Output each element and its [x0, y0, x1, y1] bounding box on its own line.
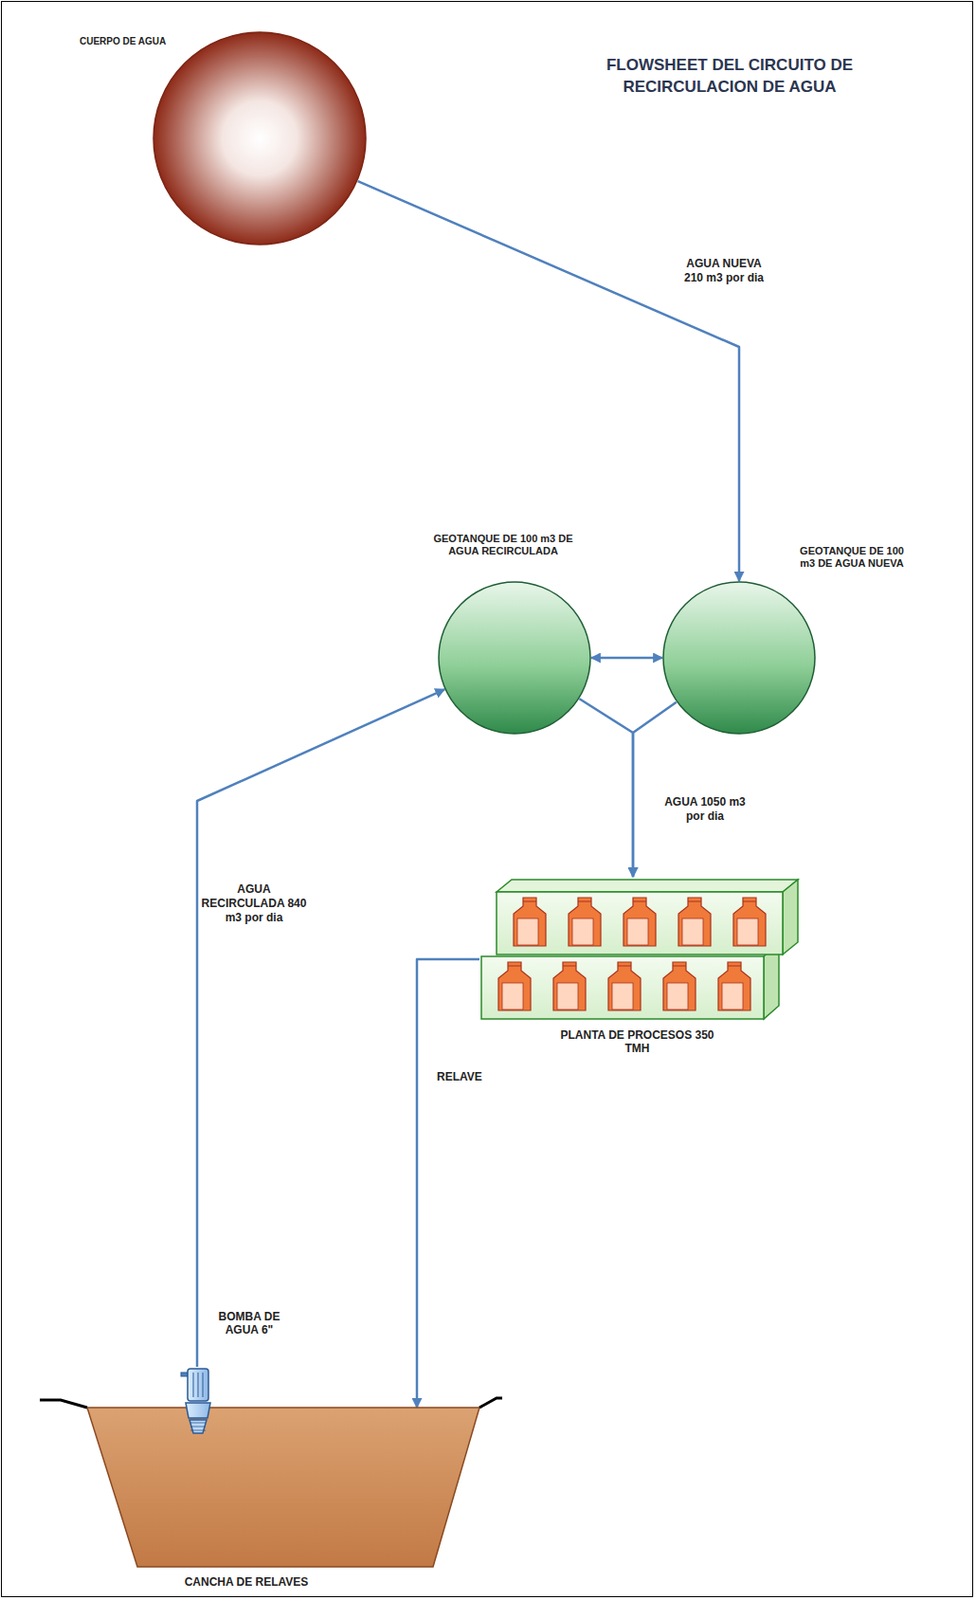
node-label: CUERPO DE AGUA — [79, 36, 194, 48]
pond-shape — [152, 31, 367, 246]
pond-circle — [153, 32, 366, 245]
flow-label: AGUA RECIRCULADA 840 m3 por dia — [198, 881, 309, 926]
tank-circle — [663, 581, 815, 734]
water-body: CUERPO DE AGUA — [152, 31, 367, 246]
tank-shape — [437, 580, 592, 735]
basin-shape — [37, 1395, 505, 1576]
node-label: PLANTA DE PROCESOS 350 TMH — [559, 1028, 716, 1056]
tank-circle — [438, 581, 591, 734]
tank-shape — [662, 580, 816, 735]
flow-line — [591, 656, 663, 660]
geotank: GEOTANQUE DE 100 m3 DE AGUA RECIRCULADA — [437, 580, 592, 735]
water-pump: BOMBA DE AGUA 6" — [180, 1366, 215, 1435]
node-label: BOMBA DE AGUA 6" — [212, 1309, 287, 1338]
diagram-title: FLOWSHEET DEL CIRCUITO DE RECIRCULACION … — [573, 54, 886, 99]
flow-label: RELAVE — [424, 1068, 495, 1085]
flow-line — [579, 698, 634, 877]
node-label: CANCHA DE RELAVES — [151, 1574, 342, 1589]
geotank: GEOTANQUE DE 100 m3 DE AGUA NUEVA — [662, 580, 816, 735]
flow-line — [632, 702, 677, 877]
basin-fill — [87, 1407, 480, 1567]
process-plant: PLANTA DE PROCESOS 350 TMH — [479, 876, 802, 1024]
flow-line — [416, 958, 480, 1408]
node-label: GEOTANQUE DE 100 m3 DE AGUA RECIRCULADA — [428, 532, 579, 558]
flow-label: AGUA NUEVA 210 m3 por dia — [674, 255, 774, 287]
flow-line — [197, 688, 445, 1367]
flow-line — [358, 180, 740, 581]
basin-rim — [479, 1397, 503, 1408]
node-label: GEOTANQUE DE 100 m3 DE AGUA NUEVA — [791, 544, 913, 570]
pump-shape — [180, 1366, 215, 1435]
plant-shape — [479, 876, 802, 1024]
basin-rim — [39, 1399, 88, 1408]
tailings-pond: CANCHA DE RELAVES BOMBA DE AGUA 6" — [37, 1298, 505, 1592]
flow-label: AGUA 1050 m3 por dia — [655, 794, 755, 825]
